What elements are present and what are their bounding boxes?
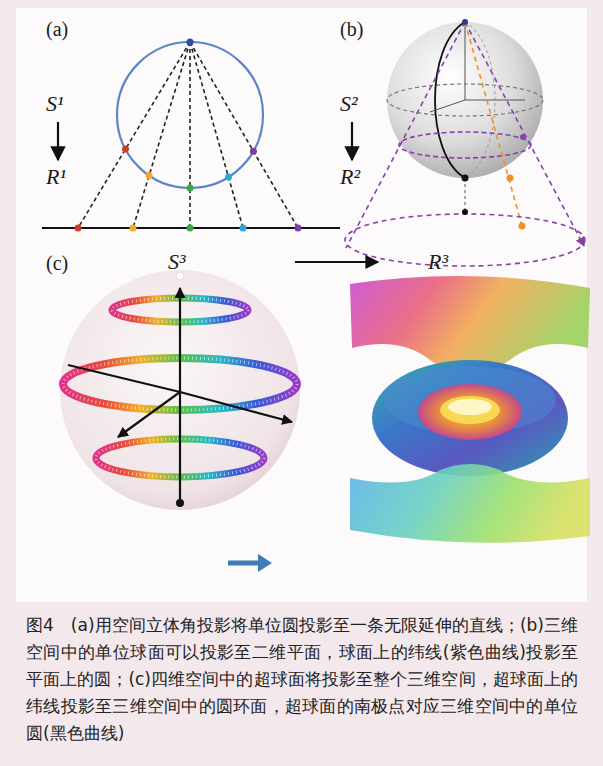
panel-c bbox=[60, 262, 590, 572]
space-label: S¹ bbox=[46, 92, 64, 116]
space-label: R² bbox=[340, 165, 360, 189]
space-label: S³ bbox=[168, 250, 186, 274]
panel-label: (c) bbox=[46, 252, 68, 274]
space-label: S² bbox=[340, 92, 358, 116]
panel-label: (b) bbox=[340, 18, 363, 40]
panel-b bbox=[345, 19, 585, 266]
figure-caption: 图4 (a)用空间立体角投影将单位圆投影至一条无限延伸的直线；(b)三维空间中的… bbox=[26, 612, 578, 747]
panel-label: (a) bbox=[46, 18, 68, 40]
space-label: R³ bbox=[428, 250, 448, 274]
panel-a bbox=[42, 39, 340, 232]
space-label: R¹ bbox=[46, 165, 66, 189]
